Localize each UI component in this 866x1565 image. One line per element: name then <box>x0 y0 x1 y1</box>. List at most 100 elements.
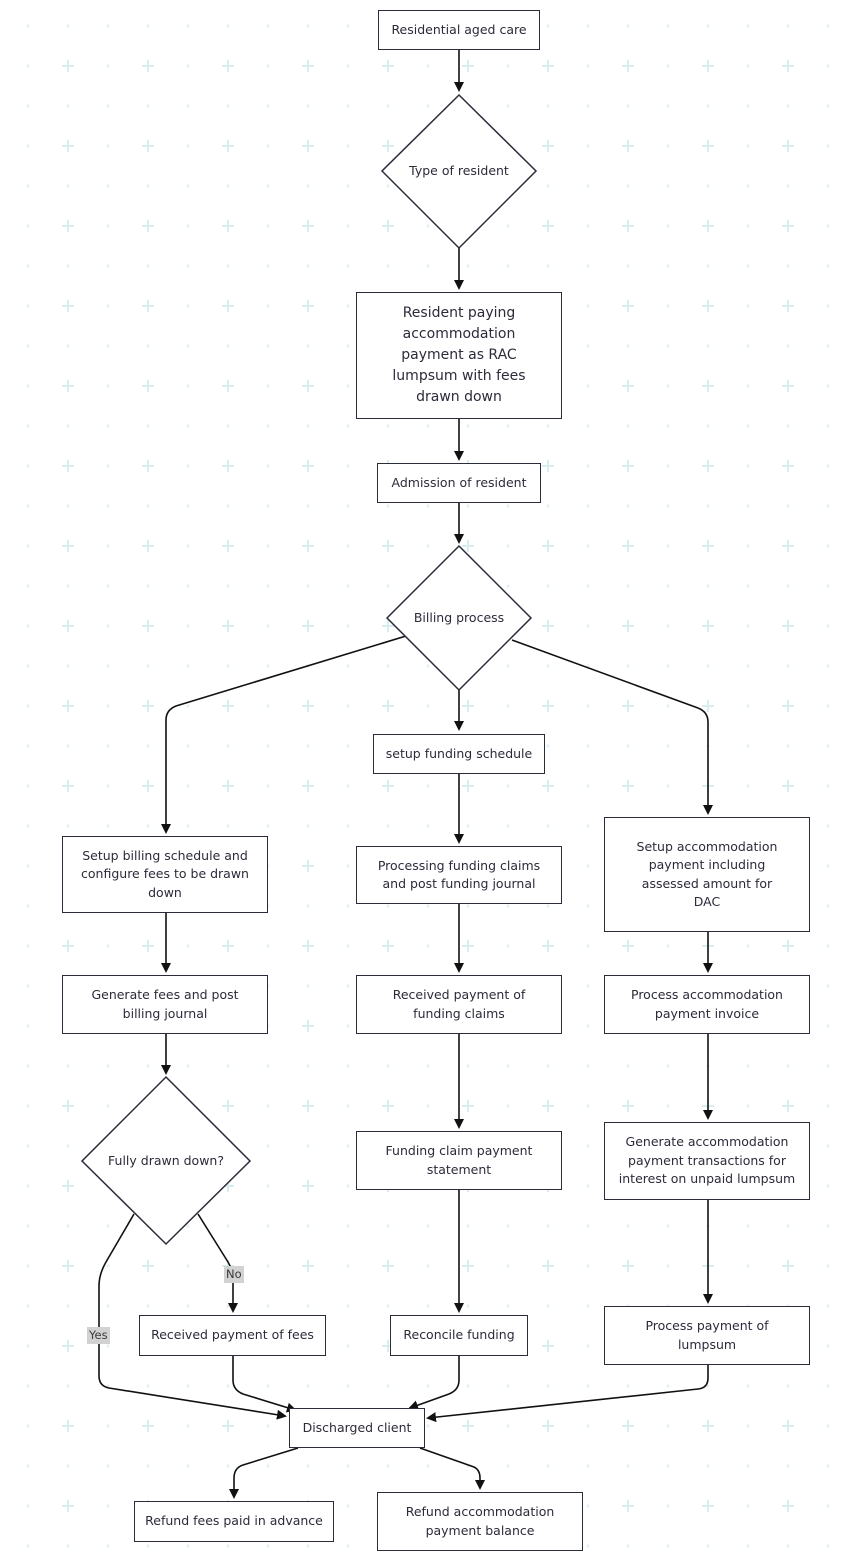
grid-dot <box>666 744 670 748</box>
edge-reconcile-to-discharged <box>408 1356 460 1411</box>
grid-plus <box>542 140 554 152</box>
grid-dot <box>386 904 390 908</box>
node-admission-of-resident[interactable]: Admission of resident <box>377 463 541 503</box>
grid-dot <box>426 1264 430 1268</box>
grid-plus <box>782 380 794 392</box>
grid-dot <box>186 1224 190 1228</box>
grid-dot <box>626 24 630 28</box>
grid-dot <box>346 904 350 908</box>
grid-dot <box>466 824 470 828</box>
grid-dot <box>106 584 110 588</box>
grid-dot <box>306 264 310 268</box>
grid-dot <box>466 424 470 428</box>
grid-plus <box>302 620 314 632</box>
grid-dot <box>266 1464 270 1468</box>
grid-dot <box>386 504 390 508</box>
grid-plus <box>782 1420 794 1432</box>
grid-plus <box>542 780 554 792</box>
grid-dot <box>426 424 430 428</box>
grid-dot <box>626 264 630 268</box>
node-received-payment-fees[interactable]: Received payment of fees <box>139 1315 326 1356</box>
grid-dot <box>106 944 110 948</box>
grid-dot <box>666 64 670 68</box>
node-setup-accommodation-payment[interactable]: Setup accommodation payment including as… <box>604 817 810 932</box>
node-process-accommodation-invoice[interactable]: Process accommodation payment invoice <box>604 975 810 1034</box>
grid-dot <box>26 464 30 468</box>
grid-dot <box>26 1184 30 1188</box>
node-received-funding-claims[interactable]: Received payment of funding claims <box>356 975 562 1034</box>
grid-plus <box>462 1260 474 1272</box>
grid-dot <box>626 184 630 188</box>
node-funding-claim-statement[interactable]: Funding claim payment statement <box>356 1131 562 1190</box>
grid-plus <box>782 940 794 952</box>
grid-plus <box>62 620 74 632</box>
grid-plus <box>62 220 74 232</box>
grid-dot <box>586 104 590 108</box>
grid-plus <box>622 300 634 312</box>
grid-plus <box>702 380 714 392</box>
node-discharged-client[interactable]: Discharged client <box>289 1408 425 1448</box>
grid-plus <box>142 940 154 952</box>
grid-plus <box>542 1100 554 1112</box>
grid-dot <box>266 544 270 548</box>
grid-plus <box>302 940 314 952</box>
node-setup-billing-schedule[interactable]: Setup billing schedule and configure fee… <box>62 836 268 913</box>
grid-dot <box>306 1144 310 1148</box>
grid-dot <box>306 24 310 28</box>
grid-dot <box>666 704 670 708</box>
node-setup-funding-schedule[interactable]: setup funding schedule <box>373 734 545 774</box>
node-refund-accommodation[interactable]: Refund accommodation payment balance <box>377 1492 583 1551</box>
grid-dot <box>586 1304 590 1308</box>
grid-dot <box>26 1264 30 1268</box>
grid-dot <box>426 824 430 828</box>
grid-dot <box>266 504 270 508</box>
grid-dot <box>146 824 150 828</box>
node-process-payment-lumpsum[interactable]: Process payment of lumpsum <box>604 1306 810 1365</box>
grid-dot <box>626 424 630 428</box>
grid-dot <box>146 184 150 188</box>
grid-dot <box>706 424 710 428</box>
grid-plus <box>302 60 314 72</box>
grid-dot <box>266 1424 270 1428</box>
node-processing-funding-claims[interactable]: Processing funding claims and post fundi… <box>356 846 562 904</box>
node-generate-fees[interactable]: Generate fees and post billing journal <box>62 975 268 1034</box>
node-reconcile-funding[interactable]: Reconcile funding <box>390 1315 528 1356</box>
grid-dot <box>106 1224 110 1228</box>
node-generate-accommodation-transactions[interactable]: Generate accommodation payment transacti… <box>604 1122 810 1200</box>
grid-dot <box>346 864 350 868</box>
grid-dot <box>586 824 590 828</box>
grid-dot <box>26 144 30 148</box>
grid-dot <box>746 1224 750 1228</box>
grid-dot <box>106 544 110 548</box>
grid-dot <box>746 504 750 508</box>
grid-dot <box>746 664 750 668</box>
grid-dot <box>186 1384 190 1388</box>
grid-dot <box>826 1384 830 1388</box>
grid-dot <box>186 464 190 468</box>
node-resident-paying[interactable]: Resident paying accommodation payment as… <box>356 292 562 419</box>
grid-dot <box>826 1144 830 1148</box>
grid-dot <box>826 984 830 988</box>
node-refund-fees[interactable]: Refund fees paid in advance <box>134 1501 334 1542</box>
grid-plus <box>782 1260 794 1272</box>
grid-dot <box>186 384 190 388</box>
grid-dot <box>746 1424 750 1428</box>
grid-dot <box>826 104 830 108</box>
grid-plus <box>142 460 154 472</box>
grid-dot <box>586 504 590 508</box>
grid-dot <box>626 664 630 668</box>
grid-plus <box>462 700 474 712</box>
grid-dot <box>826 624 830 628</box>
grid-dot <box>666 224 670 228</box>
grid-dot <box>26 1384 30 1388</box>
grid-dot <box>666 664 670 668</box>
grid-dot <box>586 544 590 548</box>
node-residential-aged-care[interactable]: Residential aged care <box>378 10 540 50</box>
grid-plus <box>782 60 794 72</box>
grid-dot <box>586 1024 590 1028</box>
grid-plus <box>702 1420 714 1432</box>
grid-plus <box>142 700 154 712</box>
grid-plus <box>302 1100 314 1112</box>
grid-dot <box>386 1224 390 1228</box>
grid-plus <box>142 380 154 392</box>
